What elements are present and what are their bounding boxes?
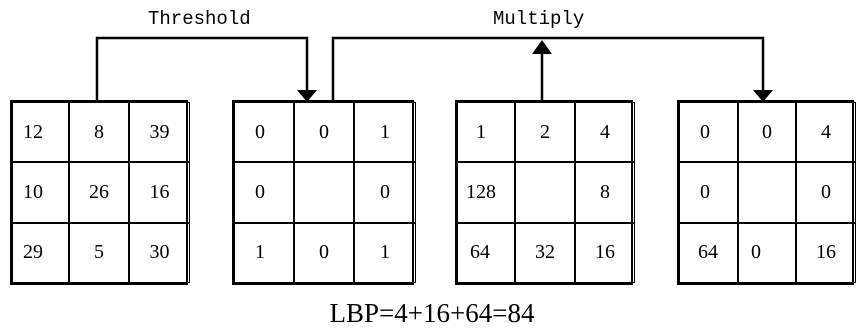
products-grid: 0 0 4 0 0 64 0 16: [677, 100, 856, 285]
threshold-arrowhead: [297, 90, 317, 102]
grid-cell: 64: [457, 222, 515, 283]
multiply-label: Multiply: [493, 8, 585, 30]
threshold-connector: [95, 36, 309, 100]
grid-cell: 0: [679, 162, 738, 223]
weights-arrowhead: [532, 40, 552, 54]
multiply-connector: [331, 36, 765, 100]
grid-cell: 4: [796, 102, 856, 163]
grid-cell: 8: [575, 162, 635, 223]
grid-cell: 4: [575, 102, 635, 163]
grid-cell: 10: [12, 162, 69, 223]
grid-cell: 1: [354, 102, 416, 163]
grid-cell: 0: [738, 222, 796, 283]
grid-cell: 0: [796, 162, 856, 223]
grid-cell: 128: [457, 162, 515, 223]
lbp-formula: LBP=4+16+64=84: [329, 298, 535, 328]
grid-cell: 16: [575, 222, 635, 283]
grid-cell: 32: [515, 222, 575, 283]
threshold-label: Threshold: [148, 8, 251, 30]
thresholded-grid: 0 0 1 0 0 1 0 1: [232, 100, 416, 285]
grid-cell: 1: [354, 222, 416, 283]
grid-cell: 1: [457, 102, 515, 163]
grid-cell: 2: [515, 102, 575, 163]
grid-cell: 39: [129, 102, 190, 163]
grid-cell: 29: [12, 222, 69, 283]
grid-cell: 64: [679, 222, 738, 283]
center-empty-cell: [738, 162, 796, 223]
grid-cell: 0: [294, 102, 354, 163]
grid-cell: 5: [69, 222, 129, 283]
grid-cell: 8: [69, 102, 129, 163]
center-pixel-cell: 26: [69, 162, 129, 223]
grid-cell: 16: [796, 222, 856, 283]
grid-cell: 30: [129, 222, 190, 283]
grid-cell: 12: [12, 102, 69, 163]
grid-cell: 0: [294, 222, 354, 283]
grid-cell: 0: [234, 102, 294, 163]
grid-cell: 0: [234, 162, 294, 223]
multiply-to-result-arrowhead: [753, 90, 773, 102]
grid-cell: 0: [354, 162, 416, 223]
grid-cell: 0: [738, 102, 796, 163]
neighborhood-grid: 12 8 39 10 26 16 29 5 30: [10, 100, 190, 285]
center-empty-cell: [515, 162, 575, 223]
grid-cell: 16: [129, 162, 190, 223]
center-empty-cell: [294, 162, 354, 223]
weights-grid: 1 2 4 128 8 64 32 16: [455, 100, 635, 285]
grid-cell: 1: [234, 222, 294, 283]
grid-cell: 0: [679, 102, 738, 163]
